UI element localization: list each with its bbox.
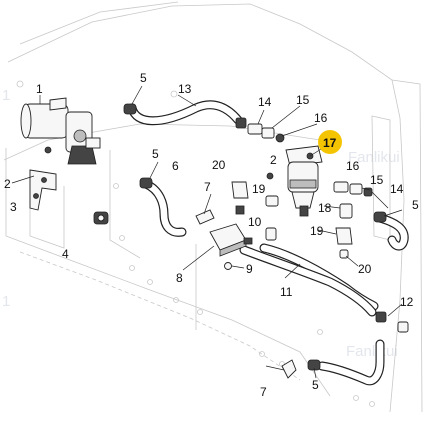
hose-bottom [317, 339, 385, 386]
callout-15-top: 15 [296, 93, 310, 107]
callout-12: 12 [400, 295, 414, 309]
leader-lines [11, 85, 403, 379]
callout-6: 6 [172, 159, 179, 173]
callout-5-right: 5 [412, 198, 419, 212]
callout-8: 8 [176, 271, 183, 285]
hose-11-lower [239, 245, 377, 317]
hose-6 [141, 179, 187, 237]
callout-5-mid: 5 [152, 147, 159, 161]
watermark-right-bottom: Fanlikui [346, 343, 398, 360]
callout-16-top: 16 [314, 111, 328, 125]
fittings-top-chain [235, 117, 285, 143]
watermark-right-top: Fanlikui [348, 149, 400, 166]
callout-3: 3 [10, 200, 17, 214]
hose-clamp-bottom [307, 359, 321, 371]
callout-5-bottom: 5 [312, 378, 319, 392]
fuel-filter-assembly [285, 145, 323, 217]
callout-19-right: 19 [310, 224, 324, 238]
fittings-mid-chain [231, 172, 279, 241]
watermark-left-bottom: 1 [2, 293, 10, 310]
hose-clamp-mid [139, 177, 153, 189]
motor-pump-assembly [20, 97, 101, 165]
clamp-part-4 [93, 211, 109, 225]
callout-7-bottom: 7 [260, 385, 267, 399]
bracket-part-3 [29, 169, 57, 211]
callout-20-right: 20 [358, 262, 372, 276]
hose-clamp-top [123, 103, 137, 115]
callout-4: 4 [62, 247, 69, 261]
callout-19-mid: 19 [252, 182, 266, 196]
hose-right-loop [375, 213, 409, 251]
elbow-fitting-7-mid [195, 209, 215, 225]
callout-11: 11 [280, 285, 293, 299]
hose-clamp-right [373, 211, 387, 223]
callout-10: 10 [248, 215, 262, 229]
callout-2-left: 2 [4, 177, 11, 191]
bolt-part-9 [224, 262, 232, 270]
callout-labels: 1 2 3 4 5 5 5 5 6 7 7 8 9 10 11 12 13 14… [4, 71, 419, 399]
fittings-part-12 [375, 311, 409, 333]
elbow-fitting-7-bottom [281, 359, 297, 379]
valve-part-8 [209, 223, 253, 257]
callout-2-mid: 2 [270, 153, 277, 167]
callout-9: 9 [246, 262, 253, 276]
callout-1: 1 [36, 82, 43, 96]
callout-14-top: 14 [258, 95, 272, 109]
callout-20-mid: 20 [212, 158, 226, 172]
callout-7-mid: 7 [204, 180, 211, 194]
callout-16-right: 16 [346, 159, 360, 173]
callout-14-right: 14 [390, 182, 404, 196]
callout-13: 13 [178, 82, 192, 96]
callout-5-top: 5 [140, 71, 147, 85]
fittings-right-chain [333, 181, 373, 259]
hose-13 [127, 100, 243, 126]
watermark-left-top: 1 [2, 87, 10, 104]
callout-15-right: 15 [370, 173, 384, 187]
callout-17-highlight [318, 130, 342, 154]
callout-18: 18 [318, 201, 332, 215]
callout-17: 17 [323, 136, 337, 150]
